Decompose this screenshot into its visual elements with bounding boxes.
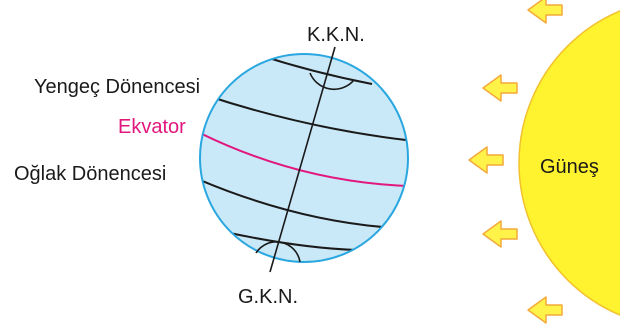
tropic-of-capricorn-label: Oğlak Dönencesi <box>14 163 166 185</box>
sun: Güneş <box>518 10 620 316</box>
sun-disc <box>518 10 620 316</box>
earth-axis <box>269 46 336 273</box>
north-pole-label: K.K.N. <box>307 24 365 46</box>
tropic-of-cancer-line <box>204 94 407 141</box>
sunlight-arrow-icon <box>468 146 504 174</box>
antarctic-circle-line <box>224 231 357 251</box>
earth-globe <box>199 46 409 273</box>
south-tilt-arc <box>255 241 301 263</box>
tropic-of-capricorn-line <box>200 179 397 229</box>
sunlight-arrow-icon <box>527 0 563 24</box>
globe-outline <box>199 53 409 263</box>
sun-label: Güneş <box>540 156 599 178</box>
sunlight-arrow-icon <box>482 74 518 102</box>
equator-line <box>200 132 408 187</box>
tropic-of-cancer-label: Yengeç Dönencesi <box>34 76 200 98</box>
globe-body <box>200 54 408 262</box>
sunlight-arrow-icon <box>527 296 563 324</box>
equator-label: Ekvator <box>118 116 186 138</box>
sunlight-arrow-icon <box>482 220 518 248</box>
north-tilt-arc <box>309 72 355 90</box>
south-pole-label: G.K.N. <box>238 286 298 308</box>
